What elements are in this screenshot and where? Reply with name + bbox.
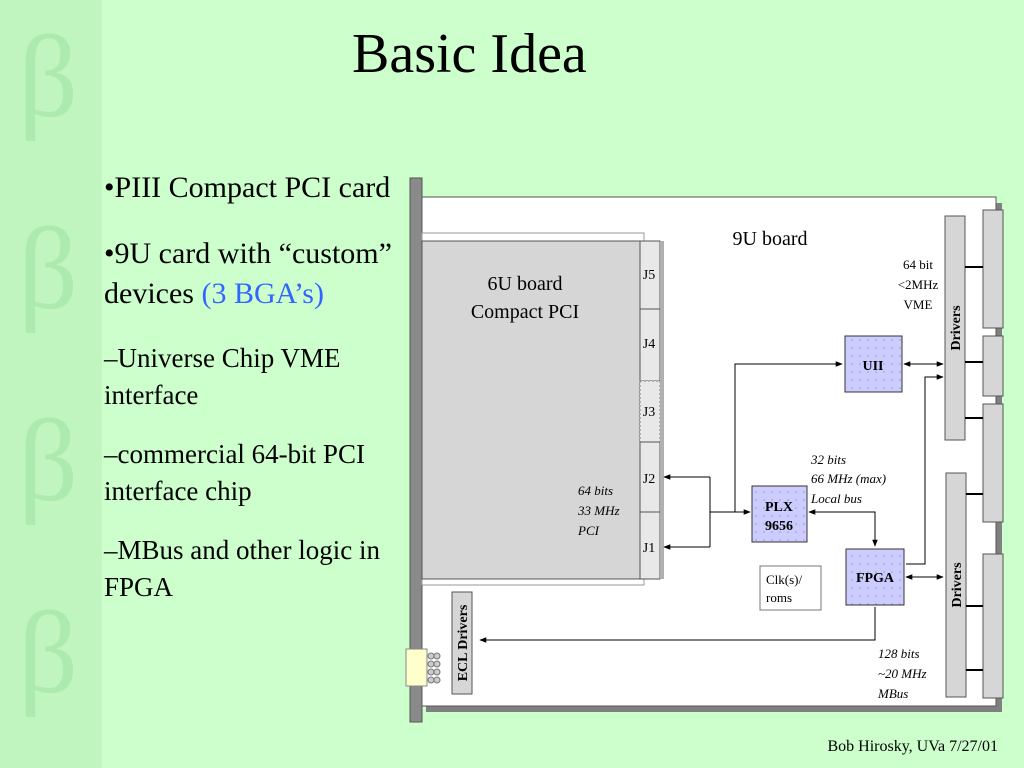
sub-bullet-item: –Universe Chip VME interface	[104, 340, 394, 414]
bullet-marker: –	[104, 535, 118, 565]
plx-chip-label: 9656	[765, 519, 793, 534]
local-bus-label: 66 MHz (max)	[811, 471, 886, 486]
pci-bus-label: 33 MHz	[577, 503, 620, 518]
sub-bullet-item: –commercial 64-bit PCI interface chip	[104, 436, 394, 510]
beta-watermark: β	[18, 395, 79, 526]
connector-j2-label: J2	[643, 472, 655, 487]
fpga-chip-label: FPGA	[856, 571, 895, 586]
ecl-drivers-strip	[451, 591, 473, 695]
uii-chip	[844, 335, 903, 393]
beta-watermark: β	[18, 11, 79, 142]
board-6u	[421, 240, 641, 580]
connector-edge	[660, 241, 664, 579]
bullet-marker: –	[104, 439, 118, 469]
watermark-stripe: β β β β	[0, 0, 102, 768]
connector-j3	[639, 380, 661, 443]
drivers-bottom-label: Drivers	[950, 562, 965, 608]
drivers-bottom-strip	[945, 472, 967, 698]
backplane-connector-p1	[982, 209, 1004, 329]
slide-title: Basic Idea	[352, 23, 587, 85]
beta-watermark: β	[18, 587, 79, 718]
beta-watermark: β	[18, 203, 79, 334]
fpga-to-top-drivers-arrow	[906, 374, 944, 565]
plx-chip-label: PLX	[765, 500, 793, 515]
backplane-connector-p4	[982, 553, 1004, 699]
front-panel-bar	[409, 177, 423, 723]
bullet-text: MBus and other logic in FPGA	[104, 535, 380, 602]
uii-chip-label: UII	[862, 359, 883, 374]
pci-bus-label: 64 bits	[578, 483, 613, 498]
local-bus-label: 32 bits	[810, 452, 846, 467]
bullet-text: PIII Compact PCI card	[114, 171, 391, 204]
local-bus-label: Local bus	[810, 491, 862, 506]
front-panel-connector	[405, 648, 428, 687]
slide-footer: Bob Hirosky, UVa 7/27/01	[827, 738, 998, 755]
vme-label: <2MHz	[898, 277, 939, 292]
bullet-highlight: (3 BGA’s)	[201, 277, 324, 310]
backplane-connector-p2	[982, 335, 1004, 397]
bullet-text: 9U card with “custom” devices	[104, 237, 392, 310]
drivers-top-strip	[944, 215, 966, 441]
bullet-text: commercial 64-bit PCI interface chip	[104, 439, 365, 506]
drivers-top-label: Drivers	[949, 305, 964, 351]
mbus-label: 128 bits	[878, 646, 920, 661]
vme-label: 64 bit	[903, 257, 933, 272]
clk-roms-label: Clk(s)/	[766, 572, 803, 587]
connector-j5-label: J5	[643, 268, 655, 283]
bullet-item: •PIII Compact PCI card	[104, 168, 394, 208]
board-9u-label: 9U board	[733, 228, 808, 250]
local-bus-arrow	[808, 509, 878, 547]
connector-pins	[427, 652, 441, 684]
bullet-text: Universe Chip VME interface	[104, 343, 341, 410]
bullet-marker: –	[104, 343, 118, 373]
board-6u-sublabel: Compact PCI	[471, 301, 579, 323]
backplane-connector-p3	[982, 403, 1004, 523]
clk-roms-label: roms	[766, 590, 792, 605]
plx-to-uii-line	[734, 361, 843, 512]
mbus-label: MBus	[877, 686, 908, 701]
ecl-drivers-label: ECL Drivers	[456, 604, 471, 681]
vme-label: VME	[904, 297, 933, 312]
connector-j4-label: J4	[643, 337, 655, 352]
clk-roms-box	[759, 565, 822, 611]
connector-j1-label: J1	[643, 541, 655, 556]
bullet-item: •9U card with “custom” devices (3 BGA’s)	[104, 234, 394, 314]
fpga-to-ecl-arrow	[479, 607, 876, 643]
mbus-label: ~20 MHz	[878, 666, 927, 681]
board-6u-label: 6U board	[488, 273, 563, 295]
bullet-marker: •	[104, 237, 115, 270]
pci-bus-label: PCI	[577, 523, 600, 538]
bullet-marker: •	[104, 171, 115, 204]
fpga-chip	[845, 548, 905, 606]
plx-chip	[751, 485, 808, 543]
connector-j3-label: J3	[643, 405, 655, 420]
sub-bullet-item: –MBus and other logic in FPGA	[104, 532, 394, 606]
bullet-list: •PIII Compact PCI card •9U card with “cu…	[104, 168, 394, 628]
